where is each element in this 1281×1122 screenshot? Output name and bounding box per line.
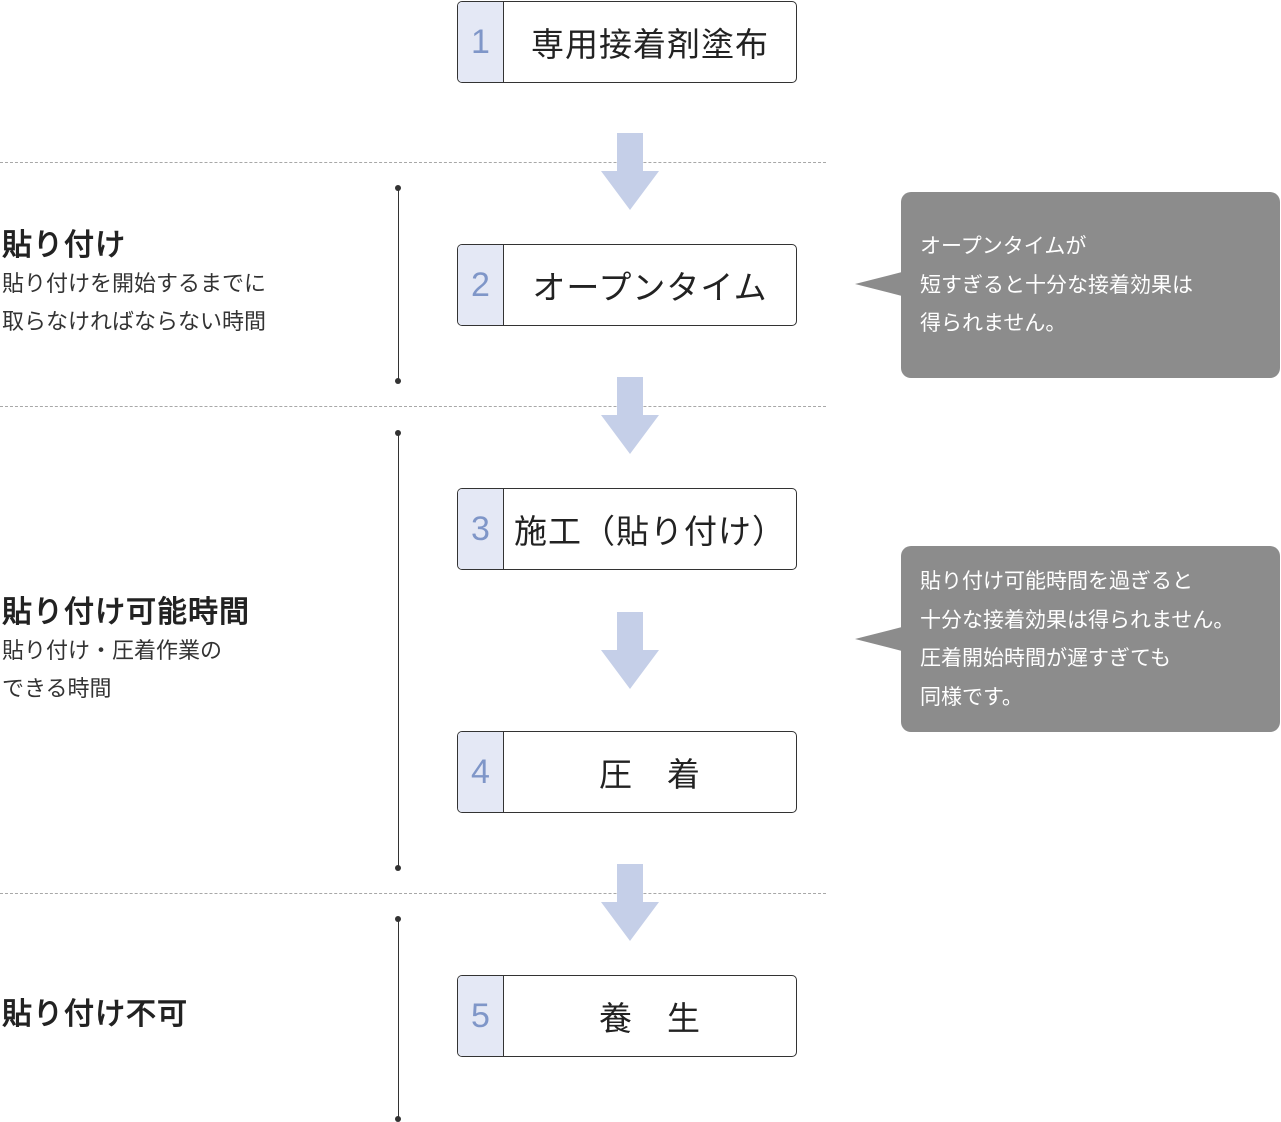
note-line: 貼り付け可能時間を過ぎると	[920, 569, 1193, 593]
step-number: 2	[458, 245, 504, 325]
timeline-bracket-2	[395, 430, 401, 871]
step-box-1: 1 専用接着剤塗布	[457, 1, 797, 83]
phase-desc-line: 貼り付けを開始するまでに	[2, 272, 267, 297]
phase-label-1: 貼り付け 貼り付けを開始するまでに 取らなければならない時間	[2, 226, 266, 342]
down-arrow-icon	[601, 377, 659, 455]
step-label: オープンタイム	[532, 268, 768, 307]
timeline-bracket-1	[395, 185, 401, 384]
step-label: 養 生	[599, 999, 701, 1038]
note-line: 十分な接着効果は得られません。	[920, 607, 1235, 632]
step-label: 圧 着	[599, 755, 701, 794]
phase-label-2: 貼り付け可能時間 貼り付け・圧着作業の できる時間	[2, 593, 250, 709]
step-number: 4	[458, 732, 504, 812]
step-number: 3	[458, 489, 504, 569]
step-box-5: 5 養 生	[457, 975, 797, 1057]
timeline-bracket-3	[395, 916, 401, 1122]
phase-label-3: 貼り付け不可	[2, 995, 188, 1035]
bubble-pointer	[855, 627, 902, 651]
step-box-3: 3 施工（貼り付け）	[457, 488, 797, 570]
note-bubble-2: 貼り付け可能時間を過ぎると 十分な接着効果は得られません。 圧着開始時間が遅すぎ…	[855, 546, 1280, 732]
phase-title: 貼り付け可能時間	[2, 595, 250, 630]
step-number: 1	[458, 2, 504, 82]
down-arrow-icon	[601, 133, 659, 211]
separator-line	[0, 162, 826, 163]
note-line: 圧着開始時間が遅すぎても	[920, 646, 1171, 670]
note-line: 短すぎると十分な接着効果は	[920, 272, 1193, 297]
step-box-4: 4 圧 着	[457, 731, 797, 813]
phase-title: 貼り付け不可	[2, 997, 188, 1032]
note-bubble-1: オープンタイムが 短すぎると十分な接着効果は 得られません。	[855, 192, 1280, 378]
step-label: 施工（貼り付け）	[514, 512, 786, 551]
phase-desc-line: 取らなければならない時間	[2, 310, 267, 335]
note-line: 同様です。	[920, 684, 1023, 709]
down-arrow-icon	[601, 864, 659, 942]
separator-line	[0, 406, 826, 407]
note-line: 得られません。	[920, 311, 1067, 335]
step-number: 5	[458, 976, 504, 1056]
step-label: 専用接着剤塗布	[531, 25, 769, 64]
step-box-2: 2 オープンタイム	[457, 244, 797, 326]
phase-title: 貼り付け	[2, 228, 126, 263]
separator-line	[0, 893, 826, 894]
phase-desc-line: できる時間	[2, 677, 112, 702]
note-line: オープンタイムが	[920, 234, 1087, 258]
down-arrow-icon	[601, 612, 659, 690]
bubble-pointer	[855, 272, 902, 296]
phase-desc-line: 貼り付け・圧着作業の	[2, 639, 223, 664]
